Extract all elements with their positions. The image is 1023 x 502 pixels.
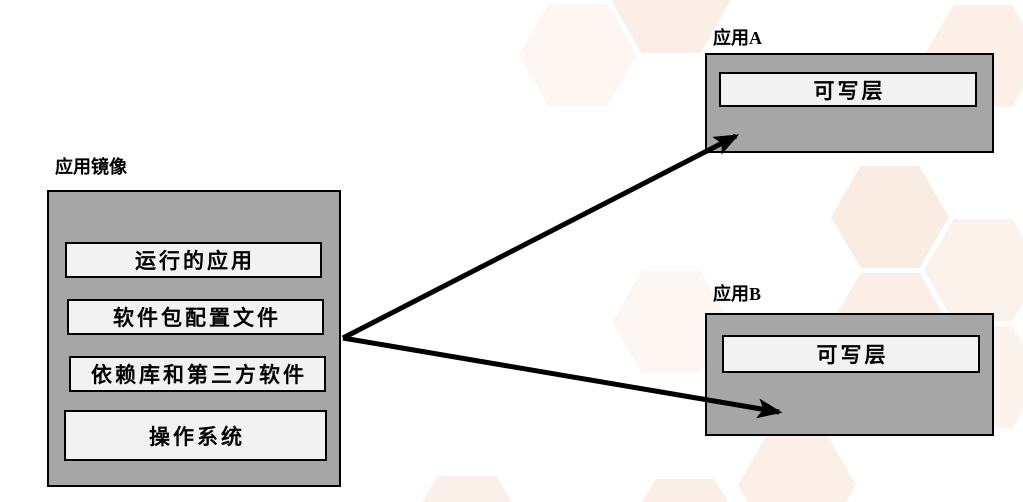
app-a-writable-layer: 可写层 bbox=[719, 72, 977, 107]
app-b-box bbox=[705, 313, 994, 436]
app-image-layer-running-app: 运行的应用 bbox=[65, 242, 322, 278]
app-image-layer-package-config: 软件包配置文件 bbox=[67, 299, 324, 335]
app-image-label: 应用镜像 bbox=[55, 157, 127, 177]
hexagon-decoration bbox=[519, 4, 637, 106]
hexagon-decoration bbox=[642, 479, 728, 502]
hexagon-decoration bbox=[422, 476, 512, 502]
app-a-label: 应用A bbox=[713, 28, 762, 48]
hexagon-decoration bbox=[738, 434, 856, 502]
app-b-writable-layer: 可写层 bbox=[722, 335, 980, 373]
hexagon-decoration bbox=[831, 166, 949, 268]
hexagon-decoration bbox=[924, 219, 1023, 321]
hexagon-decoration bbox=[612, 0, 730, 53]
app-b-label: 应用B bbox=[713, 284, 762, 304]
app-image-layer-dependencies: 依赖库和第三方软件 bbox=[69, 356, 326, 392]
app-image-layer-os: 操作系统 bbox=[64, 410, 327, 461]
